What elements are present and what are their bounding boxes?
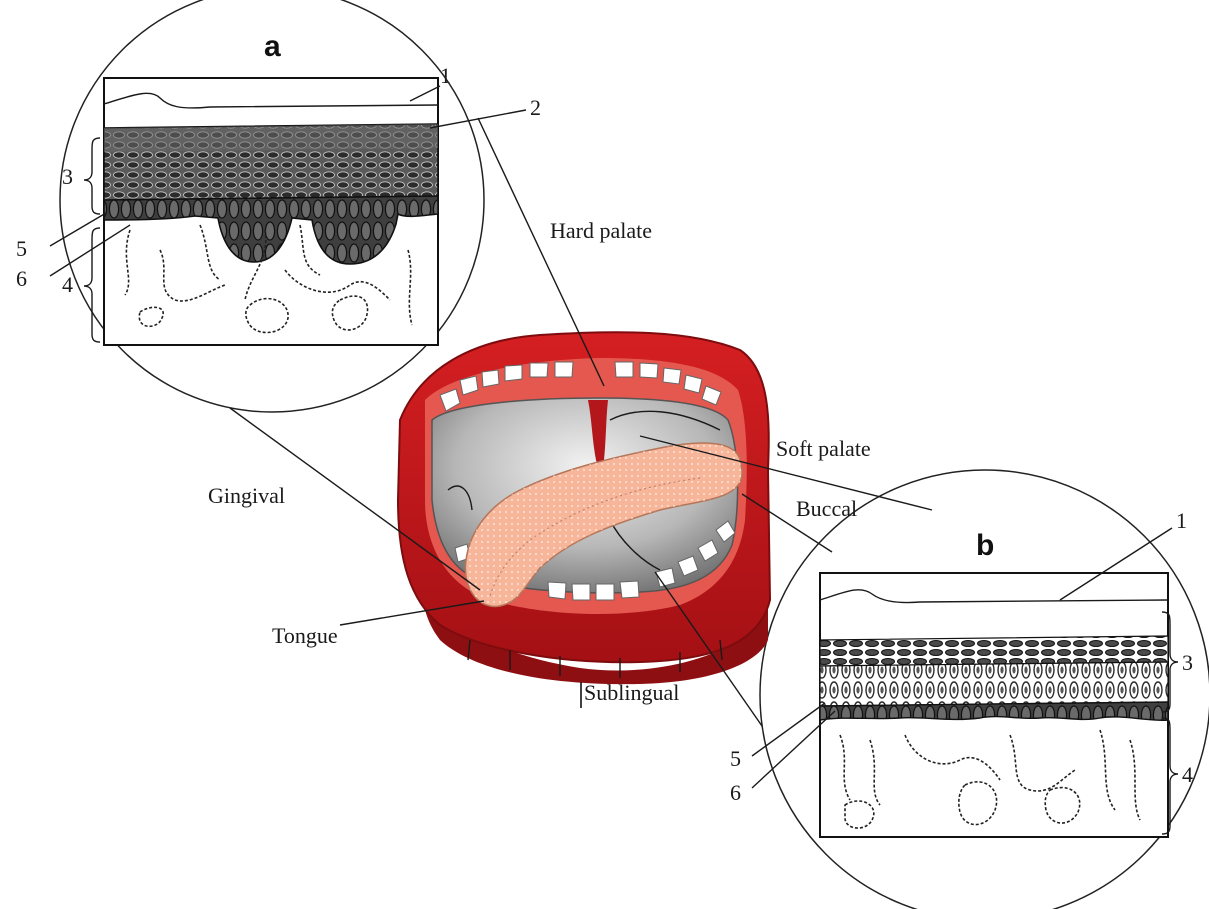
label-hard-palate: Hard palate bbox=[550, 218, 652, 243]
num-b-4: 4 bbox=[1182, 762, 1193, 787]
label-gingival: Gingival bbox=[208, 483, 285, 508]
panel-a-letter: a bbox=[264, 30, 281, 63]
num-a-5: 5 bbox=[16, 236, 27, 261]
label-soft-palate: Soft palate bbox=[776, 436, 871, 461]
panel-b-magnifier: b bbox=[752, 470, 1209, 909]
panel-b-prickle-layer bbox=[820, 662, 1168, 706]
mouth-illustration bbox=[398, 332, 770, 684]
num-a-1: 1 bbox=[440, 63, 451, 88]
label-buccal: Buccal bbox=[796, 496, 857, 521]
num-b-5: 5 bbox=[730, 746, 741, 771]
panel-b-superficial-layer bbox=[820, 636, 1168, 666]
label-sublingual: Sublingual bbox=[584, 680, 679, 705]
label-tongue: Tongue bbox=[272, 623, 338, 648]
panel-a-cornified-band bbox=[104, 124, 438, 152]
num-a-2: 2 bbox=[530, 95, 541, 120]
num-a-6: 6 bbox=[16, 266, 27, 291]
num-b-1: 1 bbox=[1176, 508, 1187, 533]
num-b-6: 6 bbox=[730, 780, 741, 805]
panel-b-letter: b bbox=[976, 529, 994, 562]
num-a-4: 4 bbox=[62, 272, 73, 297]
num-a-3: 3 bbox=[62, 164, 73, 189]
num-b-3: 3 bbox=[1182, 650, 1193, 675]
panel-a-magnifier: a bbox=[50, 0, 526, 412]
